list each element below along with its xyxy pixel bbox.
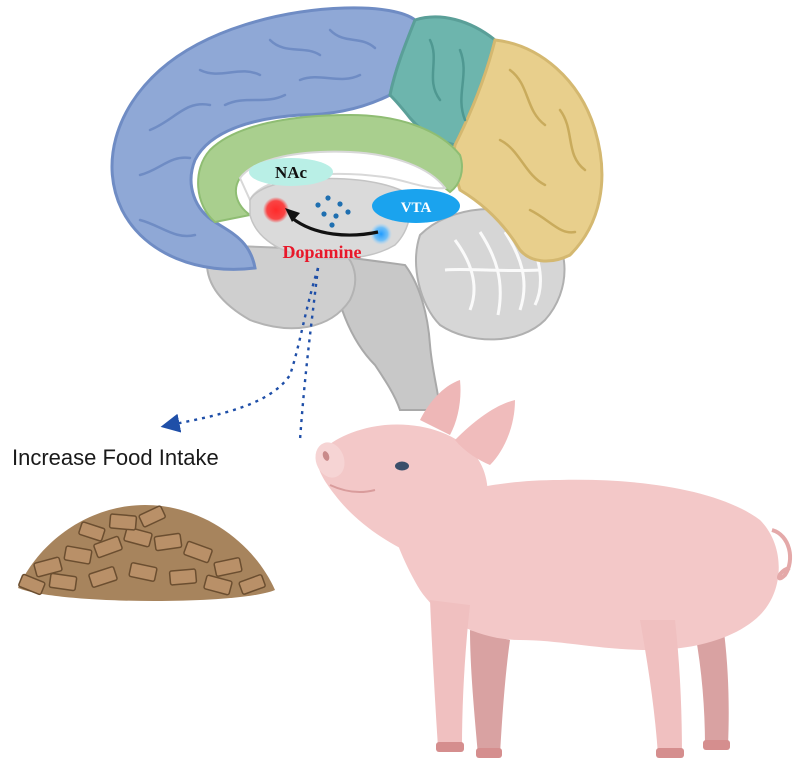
nac-signal-dot: [263, 197, 289, 223]
occipital-sulci: [498, 68, 587, 234]
pig-hooves: [436, 740, 730, 758]
pig-front-leg-left: [430, 600, 470, 748]
pig-front-leg-right: [640, 620, 682, 755]
nac-ellipse: [249, 158, 333, 186]
pig-tail: [771, 528, 793, 581]
pig-back-leg-left: [470, 630, 510, 755]
dotted-line-to-pig: [298, 267, 320, 441]
cerebellum-folds: [444, 231, 542, 316]
feed-pellets-pile: [18, 505, 275, 602]
pig-nostril: [322, 451, 330, 461]
pig-body: [390, 479, 779, 650]
vta-region: VTA: [372, 189, 460, 223]
pellet-pieces: [18, 505, 266, 596]
pig-head: [317, 424, 488, 557]
caption-text: Increase Food Intake: [12, 445, 219, 470]
pig: [315, 380, 793, 758]
effect-lines: [160, 267, 320, 441]
vta-ellipse: [372, 189, 460, 223]
brainstem: [328, 253, 442, 411]
dopamine-particles: [315, 195, 351, 228]
parietal-sulci: [428, 38, 467, 122]
pig-ear-back: [420, 380, 461, 435]
vta-signal-dot: [370, 223, 392, 245]
nac-label: NAc: [275, 163, 308, 182]
dopamine-label: Dopamine: [282, 242, 361, 262]
cortex-sulci: [138, 28, 377, 238]
pig-snout: [315, 442, 345, 478]
brain: [110, 6, 604, 411]
occipital-lobe: [452, 38, 604, 263]
vta-label: VTA: [401, 200, 432, 216]
nac-region: NAc: [249, 158, 333, 186]
pig-mouth: [329, 484, 376, 494]
pig-eye: [395, 461, 409, 471]
dopamine-pathway-arrow: [285, 208, 379, 237]
pig-ear-front: [455, 400, 515, 465]
